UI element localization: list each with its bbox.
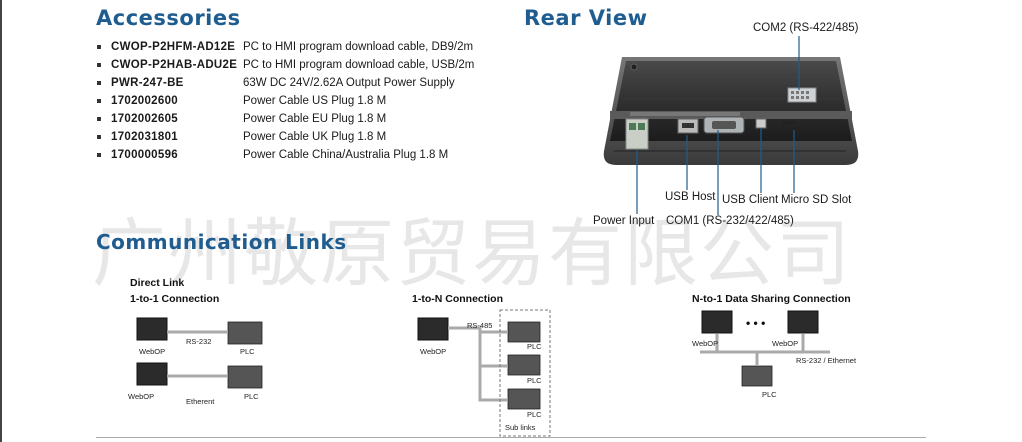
accessory-desc: Power Cable UK Plug 1.8 M bbox=[243, 131, 387, 143]
bullet-icon bbox=[97, 45, 101, 49]
bullet-icon bbox=[97, 135, 101, 139]
one-to-one-label: 1-to-1 Connection bbox=[130, 293, 220, 305]
accessory-desc: Power Cable China/Australia Plug 1.8 M bbox=[243, 149, 449, 161]
accessory-code: 1702031801 bbox=[111, 131, 178, 143]
bullet-icon bbox=[97, 117, 101, 121]
accessory-desc: PC to HMI program download cable, USB/2m bbox=[243, 59, 475, 71]
ellipsis-dots: • • • bbox=[746, 316, 766, 330]
plc-label: PLC bbox=[527, 342, 542, 351]
bullet-icon bbox=[97, 99, 101, 103]
accessory-code: PWR-247-BE bbox=[111, 77, 184, 89]
bullet-icon bbox=[97, 153, 101, 157]
sub-links-label: Sub links bbox=[505, 423, 536, 432]
plc-label: PLC bbox=[244, 392, 259, 401]
bullet-icon bbox=[97, 63, 101, 67]
com2-label: COM2 (RS-422/485) bbox=[753, 22, 859, 34]
webop-label: WebOP bbox=[772, 339, 799, 348]
com1-label: COM1 (RS-232/422/485) bbox=[666, 215, 794, 227]
accessories-title: Accessories bbox=[96, 6, 241, 30]
communication-links-title: Communication Links bbox=[96, 230, 347, 254]
micro-sd-label: Micro SD Slot bbox=[781, 194, 852, 206]
accessory-code: CWOP-P2HAB-ADU2E bbox=[111, 59, 238, 71]
accessory-desc: 63W DC 24V/2.62A Output Power Supply bbox=[243, 77, 455, 89]
webop-label: WebOP bbox=[139, 347, 166, 356]
accessory-desc: Power Cable EU Plug 1.8 M bbox=[243, 113, 387, 125]
accessory-code: 1702002605 bbox=[111, 113, 178, 125]
webop-label: WebOP bbox=[420, 347, 447, 356]
hmi-rear-panel-image bbox=[603, 57, 859, 165]
connection-diagrams bbox=[136, 309, 830, 437]
plc-label: PLC bbox=[240, 347, 255, 356]
rear-view-title: Rear View bbox=[524, 6, 648, 30]
one-to-n-label: 1-to-N Connection bbox=[412, 293, 503, 305]
webop-label: WebOP bbox=[692, 339, 719, 348]
direct-link-label: Direct Link bbox=[130, 277, 185, 289]
callout-lines bbox=[636, 36, 800, 215]
webop-label: WebOP bbox=[128, 392, 155, 401]
accessory-code: 1702002600 bbox=[111, 95, 178, 107]
usb-host-label: USB Host bbox=[665, 191, 716, 203]
ethernet-label: Etherent bbox=[186, 397, 215, 406]
rs232-ethernet-label: RS-232 / Ethernet bbox=[796, 356, 857, 365]
n-to-one-label: N-to-1 Data Sharing Connection bbox=[692, 293, 851, 305]
accessory-desc: PC to HMI program download cable, DB9/2m bbox=[243, 41, 474, 53]
accessory-code: 1700000596 bbox=[111, 149, 178, 161]
bottom-divider bbox=[96, 437, 926, 438]
plc-label: PLC bbox=[527, 376, 542, 385]
plc-label: PLC bbox=[527, 410, 542, 419]
rs485-label: RS-485 bbox=[467, 321, 493, 330]
power-input-label: Power Input bbox=[593, 215, 655, 227]
rs232-label: RS-232 bbox=[186, 337, 212, 346]
usb-client-label: USB Client bbox=[722, 194, 779, 206]
left-border bbox=[0, 0, 2, 442]
accessory-desc: Power Cable US Plug 1.8 M bbox=[243, 95, 387, 107]
plc-label: PLC bbox=[762, 390, 777, 399]
bullet-icon bbox=[97, 81, 101, 85]
accessory-code: CWOP-P2HFM-AD12E bbox=[111, 41, 236, 53]
